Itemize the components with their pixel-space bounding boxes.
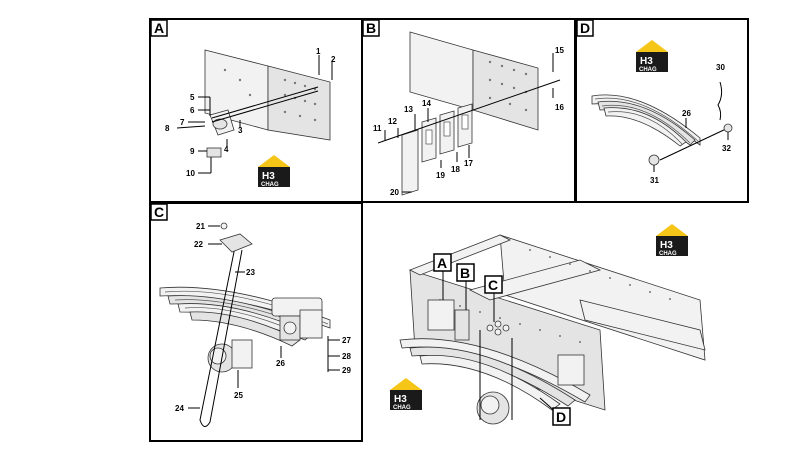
label-part-10: 10 [186, 169, 195, 178]
label-part-15: 15 [555, 46, 564, 55]
axle-seat-c [231, 339, 253, 369]
callout-c: C [484, 275, 503, 294]
logo-overview-top: H3 CHAG [656, 224, 688, 257]
bushing-32 [723, 123, 733, 133]
label-part-29: 29 [342, 366, 351, 375]
label-part-14: 14 [422, 99, 431, 108]
label-part-28: 28 [342, 352, 351, 361]
label-part-17: 17 [464, 159, 473, 168]
eye-bushing-a [212, 118, 228, 130]
label-part-11: 11 [373, 124, 382, 133]
label-part-12: 12 [388, 117, 397, 126]
label-part-23: 23 [246, 268, 255, 277]
label-part-18: 18 [451, 165, 460, 174]
overview-holes [439, 249, 671, 343]
label-part-32: 32 [722, 144, 731, 153]
logo-overview-bottom: H3 CHAG [390, 378, 422, 411]
panel-d: D H3 CHAG 30 26 32 31 [575, 18, 749, 203]
logo-overview-top-word: CHAG [659, 251, 677, 257]
label-part-25: 25 [234, 391, 243, 400]
callout-b-letter: B [460, 265, 470, 281]
clamp-block-a [206, 147, 222, 158]
top-plate-22 [219, 233, 253, 253]
panel-b: B 15 16 17 18 19 [361, 18, 576, 203]
panel-c: C [149, 202, 363, 442]
callout-a-letter: A [437, 255, 447, 271]
logo-d-word: CHAG [639, 67, 657, 73]
logo-d: H3 CHAG [636, 40, 668, 73]
panel-c-frame [149, 202, 363, 442]
logo-overview-top-mark: H3 [660, 240, 673, 251]
overview-bolts-c [486, 320, 510, 336]
chassis-plate-a [267, 65, 331, 141]
panel-a-letter: A [154, 20, 164, 36]
label-part-6: 6 [190, 106, 195, 115]
label-part-19: 19 [436, 171, 445, 180]
label-part-21: 21 [196, 222, 205, 231]
logo-a-mark: H3 [262, 171, 275, 182]
label-part-9: 9 [190, 147, 195, 156]
panel-d-frame [575, 18, 749, 203]
leaf-spring-d [591, 94, 701, 147]
label-part-26-d: 26 [682, 109, 691, 118]
label-part-4: 4 [224, 145, 229, 154]
u-bolt-24 [199, 241, 243, 427]
panel-b-letter: B [366, 20, 376, 36]
callout-a: A [433, 253, 452, 272]
logo-d-mark: H3 [640, 56, 653, 67]
label-part-2: 2 [331, 55, 336, 64]
logo-overview-bottom-mark: H3 [394, 394, 407, 405]
label-part-7: 7 [180, 118, 185, 127]
plate-a-holes [223, 68, 317, 122]
nut-21 [220, 222, 228, 230]
label-part-27: 27 [342, 336, 351, 345]
label-part-26-c: 26 [276, 359, 285, 368]
callout-b: B [456, 263, 475, 282]
label-part-1: 1 [316, 47, 321, 56]
label-part-22: 22 [194, 240, 203, 249]
callout-c-letter: C [488, 277, 498, 293]
label-part-8: 8 [165, 124, 170, 133]
label-part-24: 24 [175, 404, 184, 413]
label-part-30: 30 [716, 63, 725, 72]
label-part-3: 3 [238, 126, 243, 135]
chassis-rail-front [409, 269, 606, 411]
liner-20 [401, 129, 419, 196]
panel-c-letter: C [154, 204, 164, 220]
label-part-20: 20 [390, 188, 399, 197]
overview-rear-bracket [557, 354, 585, 386]
panel-d-letter: D [580, 20, 590, 36]
callout-d: D [552, 407, 571, 426]
nut-31 [648, 154, 660, 166]
callout-d-letter: D [556, 409, 566, 425]
bracket-plate-b [409, 31, 474, 111]
label-part-13: 13 [404, 105, 413, 114]
chassis-plate-b [472, 49, 539, 131]
logo-a: H3 CHAG [258, 155, 290, 188]
label-part-5: 5 [190, 93, 195, 102]
logo-overview-bottom-word: CHAG [393, 405, 411, 411]
panel-a: A 1 2 3 4 5 6 [149, 18, 363, 203]
label-part-31: 31 [650, 176, 659, 185]
label-part-16: 16 [555, 103, 564, 112]
overview-bracket-a [427, 299, 455, 331]
overview-bracket-b [454, 309, 470, 341]
rear-bracket-c [271, 297, 323, 341]
overview-assembly: A B C D H3 CHAG H3 CHAG [390, 224, 706, 426]
logo-a-word: CHAG [261, 182, 279, 188]
